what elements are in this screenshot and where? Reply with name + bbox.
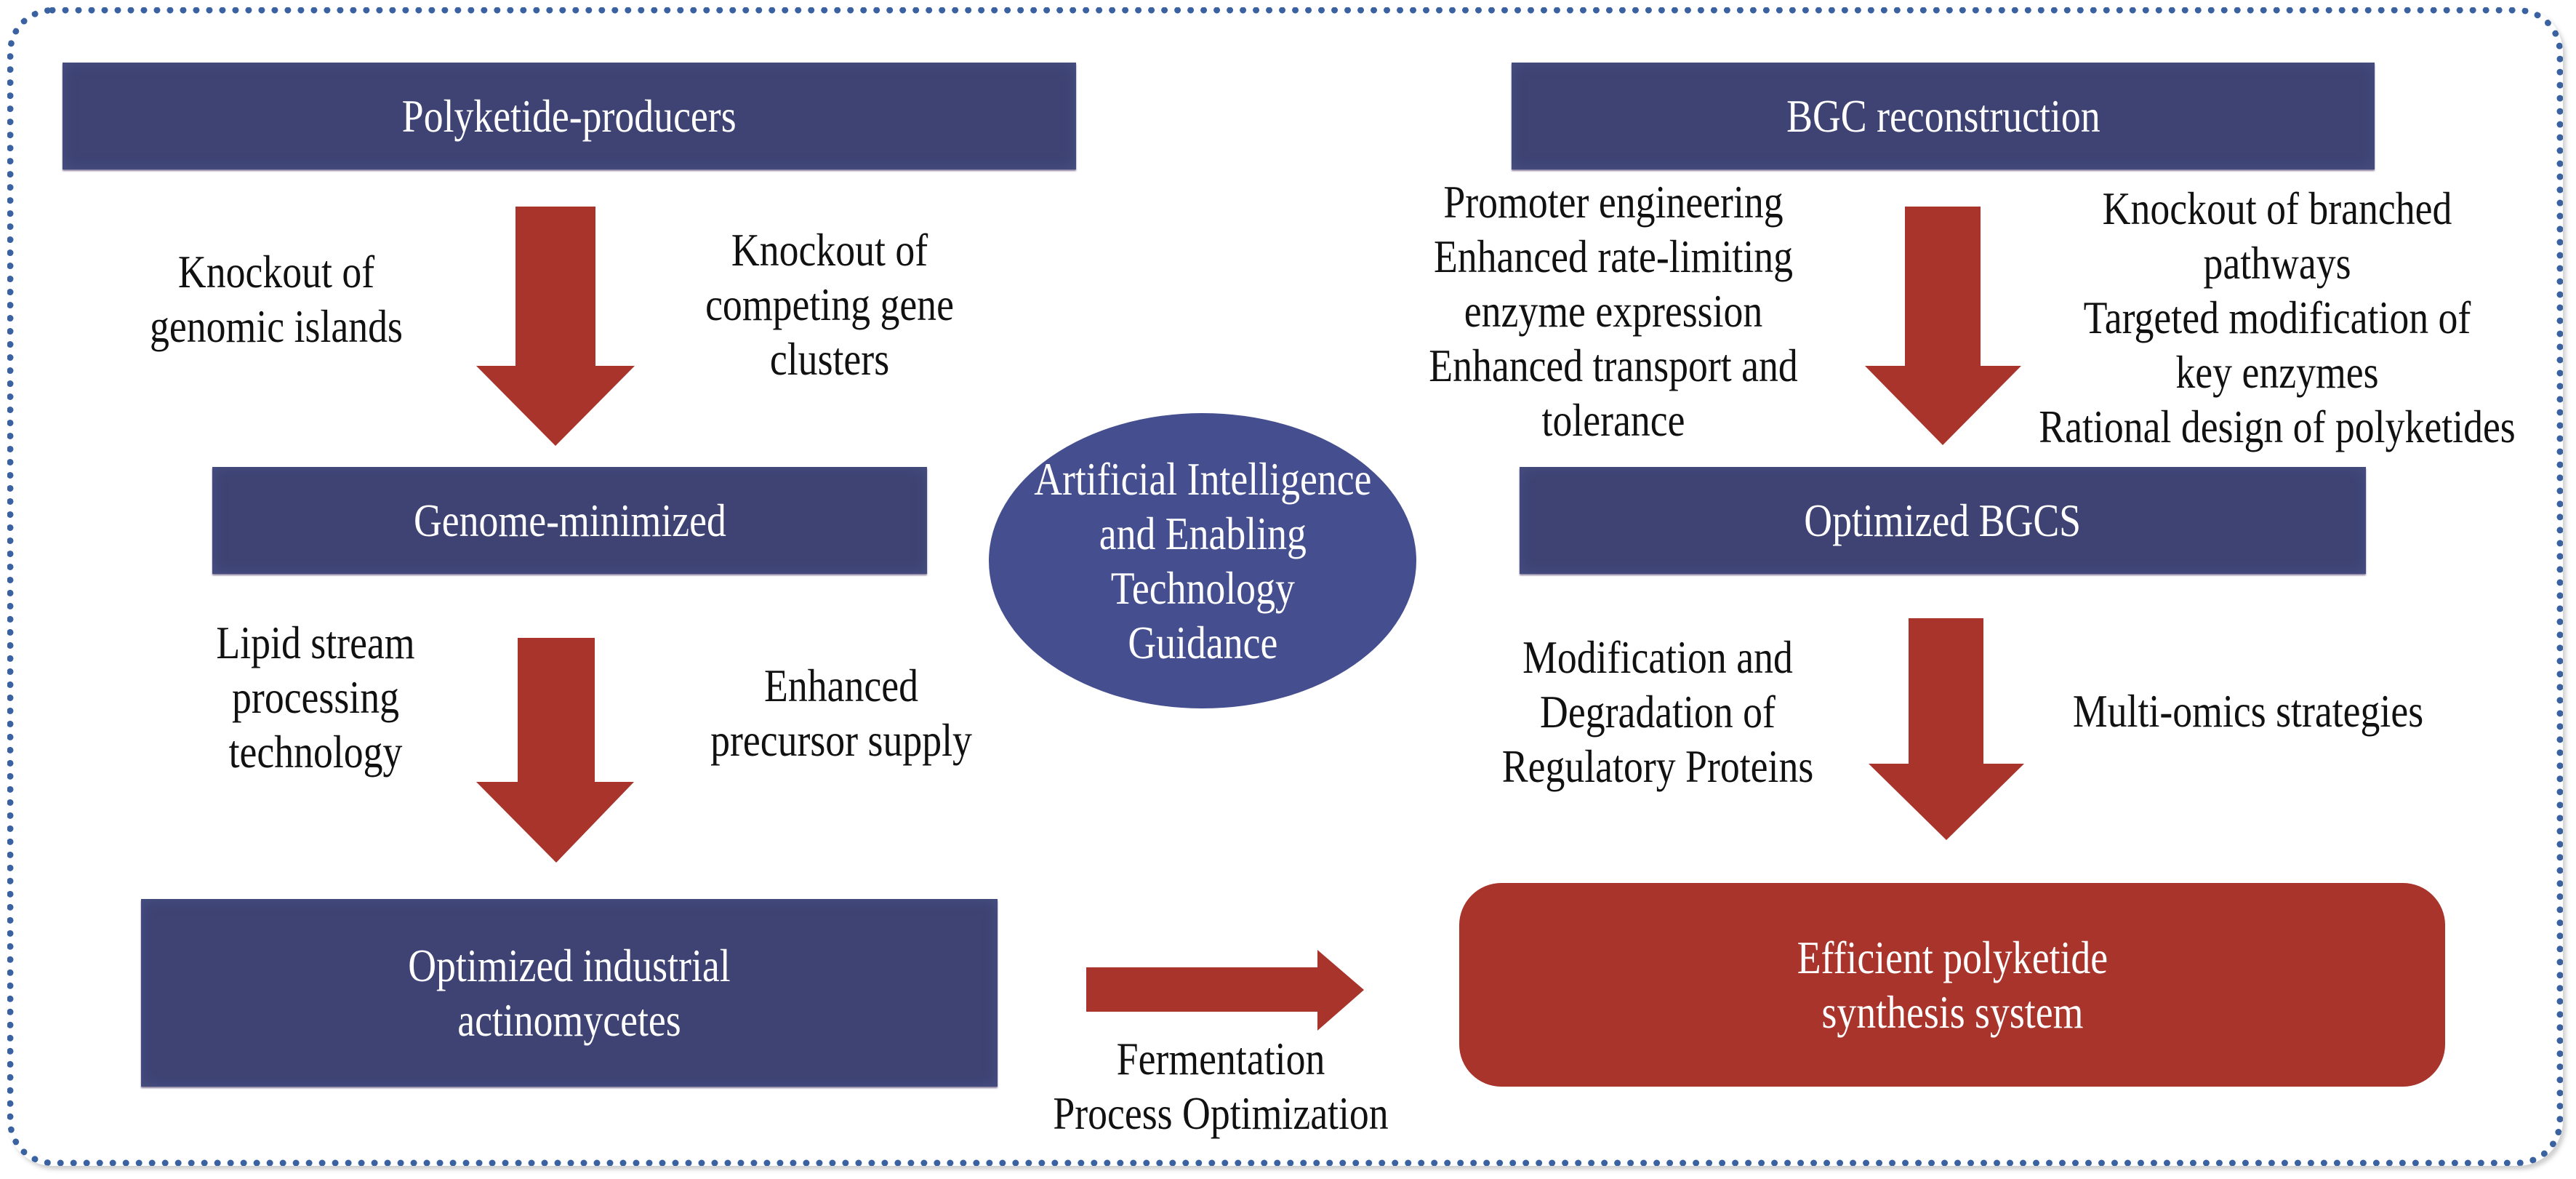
text-line: key enzymes xyxy=(2175,346,2379,398)
text-line: technology xyxy=(228,726,403,778)
text-line: Regulatory Proteins xyxy=(1501,740,1814,792)
text-line: Lipid stream xyxy=(216,617,415,668)
text-line: synthesis system xyxy=(1821,986,2083,1038)
node-bgc-reconstruction: BGC reconstruction xyxy=(1512,63,2375,169)
node-optimized-bgcs: Optimized BGCS xyxy=(1520,467,2366,574)
text-line: Optimized industrial xyxy=(408,940,731,991)
text-line: Optimized BGCS xyxy=(1804,495,2082,546)
text-line: Multi-omics strategies xyxy=(2072,685,2424,737)
text-line: actinomycetes xyxy=(457,994,681,1046)
text-line: enzyme expression xyxy=(1464,285,1763,337)
text-line: Knockout of xyxy=(731,224,928,276)
text-line: tolerance xyxy=(1541,394,1685,446)
text-line: Efficient polyketide xyxy=(1797,932,2108,983)
text-line: precursor supply xyxy=(710,714,972,766)
text-line: Targeted modification of xyxy=(2083,292,2471,343)
node-label: Optimized BGCS xyxy=(1805,493,2082,548)
text-line: Artificial Intelligence xyxy=(1033,453,1372,505)
text-line: Enhanced transport and xyxy=(1429,340,1798,391)
text-line: Enhanced xyxy=(764,660,918,711)
text-line: and Enabling xyxy=(1099,508,1307,559)
node-genome-minimized: Genome-minimized xyxy=(212,467,927,574)
text-line: genomic islands xyxy=(150,300,403,352)
arrow-bgc-to-optimized xyxy=(1865,207,2021,445)
text-line: Promoter engineering xyxy=(1443,176,1783,228)
text-line: Knockout of xyxy=(177,246,375,297)
annotation-multi-omics: Multi-omics strategies xyxy=(2073,684,2423,738)
text-line: processing xyxy=(232,671,399,723)
text-line: Enhanced rate-limiting xyxy=(1433,231,1794,282)
arrow-genome-to-industrial xyxy=(476,638,634,863)
text-line: Genome-minimized xyxy=(413,495,726,546)
text-line: BGC reconstruction xyxy=(1786,90,2100,142)
text-line: Knockout of branched xyxy=(2102,183,2452,234)
text-line: Process Optimization xyxy=(1053,1087,1389,1139)
text-line: Polyketide-producers xyxy=(402,90,737,142)
node-label: Polyketide-producers xyxy=(402,89,737,143)
text-line: Modification and xyxy=(1522,631,1793,683)
text-line: Fermentation xyxy=(1116,1033,1325,1084)
text-line: Degradation of xyxy=(1540,686,1775,738)
diagram-frame xyxy=(7,7,2563,1166)
node-label: Genome-minimized xyxy=(414,493,726,548)
text-line: pathways xyxy=(2203,237,2351,289)
text-line: clusters xyxy=(769,333,890,385)
arrow-producers-to-genome xyxy=(476,207,635,446)
text-line: Guidance xyxy=(1128,617,1277,668)
text-line: competing gene xyxy=(705,279,954,330)
arrow-optimized-to-efficient xyxy=(1869,618,2024,840)
text-line: Rational design of polyketides xyxy=(2039,401,2516,452)
text-line: Technology xyxy=(1110,562,1295,614)
arrow-industrial-to-efficient xyxy=(1086,950,1364,1031)
node-polyketide-producers: Polyketide-producers xyxy=(63,63,1076,169)
node-label: BGC reconstruction xyxy=(1786,89,2100,143)
